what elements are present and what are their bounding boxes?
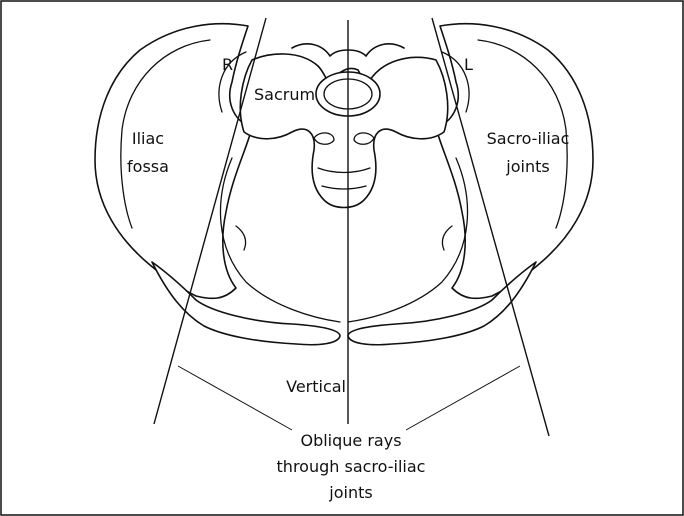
sacrum <box>240 54 447 208</box>
oblique-label-line3: joints <box>328 483 372 502</box>
left-side-label: L <box>464 55 473 74</box>
si-joints-label-line2: joints <box>505 157 549 176</box>
si-joints-label-line1: Sacro-iliac <box>487 129 570 148</box>
iliac-fossa-label-line2: fossa <box>127 157 169 176</box>
oblique-leader-left <box>406 366 520 430</box>
right-side-label: R <box>222 55 233 74</box>
vertical-label: Vertical <box>286 377 346 396</box>
iliac-fossa-label-line1: Iliac <box>132 129 164 148</box>
oblique-label-line2: through sacro-iliac <box>277 457 426 476</box>
oblique-label-line1: Oblique rays <box>300 431 401 450</box>
oblique-leader-right <box>178 366 292 430</box>
sacrum-label: Sacrum <box>254 85 315 104</box>
